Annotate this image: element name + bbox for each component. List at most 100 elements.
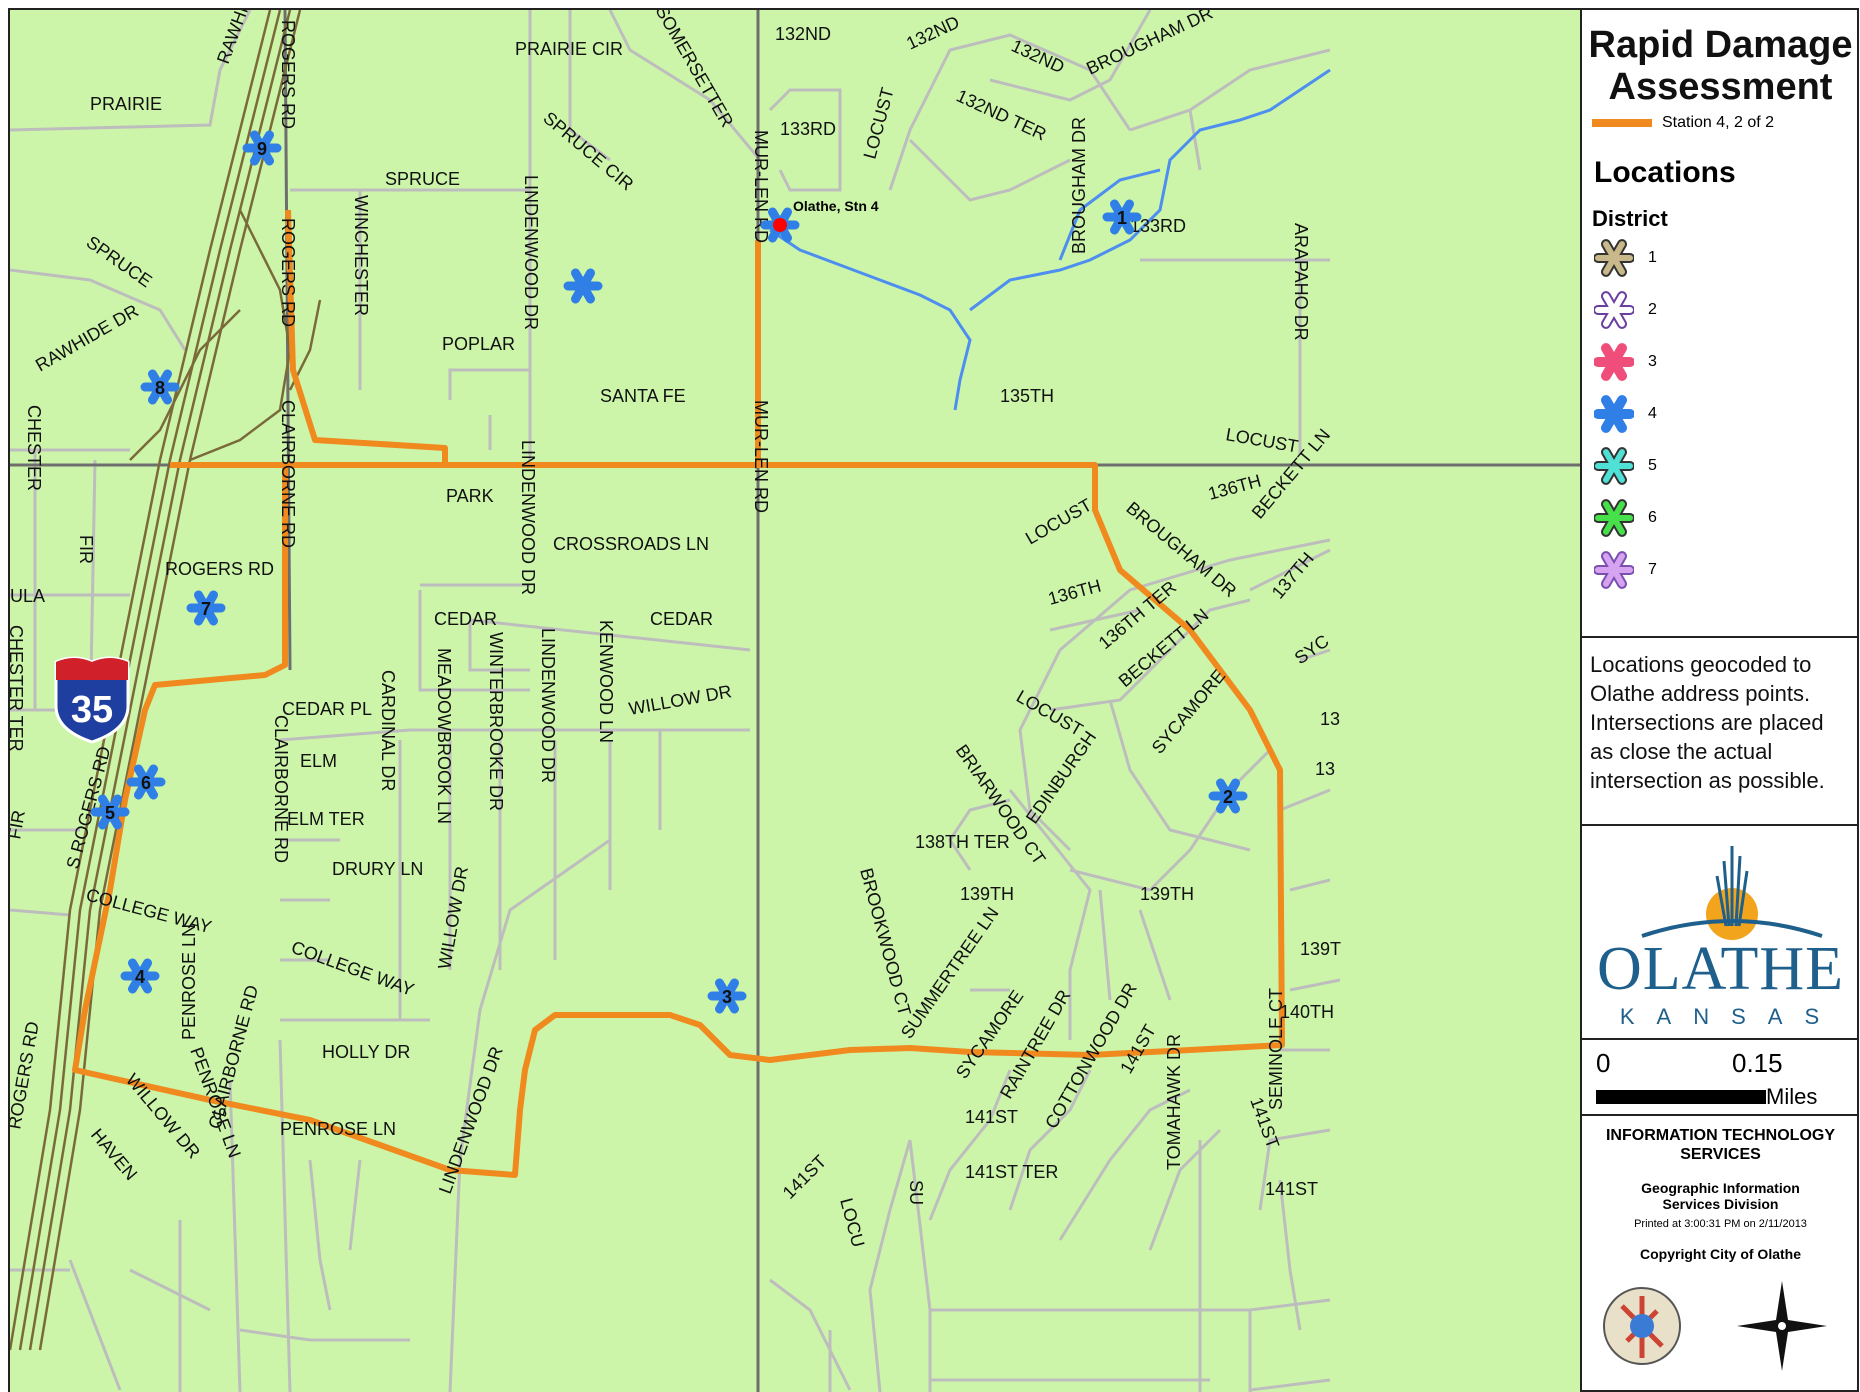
street-label: FIR (10, 809, 29, 841)
district-4-marker[interactable] (563, 268, 603, 304)
street-label: 13 (1315, 759, 1335, 779)
district-4-marker[interactable]: 9 (242, 130, 282, 166)
station-marker[interactable] (760, 207, 800, 243)
interstate-shield-icon: 35 (54, 656, 130, 744)
scale-section: 0 0.15 Miles (1582, 1040, 1859, 1116)
scale-unit: Miles (1766, 1084, 1818, 1109)
its-line-1: INFORMATION TECHNOLOGY (1605, 1127, 1836, 1144)
land-area (10, 10, 1580, 1392)
district-label: 1 (1648, 249, 1657, 266)
marker-number: 7 (201, 599, 211, 619)
district-4-marker[interactable]: 2 (1208, 778, 1248, 814)
copyright: Copyright City of Olathe (1640, 1246, 1801, 1262)
street-label: LINDENWOOD DR (521, 175, 541, 330)
title-line-2: Assessment (1608, 66, 1833, 108)
station-label: Olathe, Stn 4 (793, 198, 879, 214)
printed-timestamp: Printed at 3:00:31 PM on 2/11/2013 (1634, 1218, 1807, 1230)
street-label: TOMAHAWK DR (1164, 1034, 1184, 1170)
street-label: CLAIRBORNE RD (278, 400, 298, 548)
marker-number: 4 (135, 967, 145, 987)
street-label: MUR-LEN RD (751, 400, 771, 513)
street-label: 132ND (775, 24, 831, 44)
olathe-logo-icon (1641, 846, 1823, 940)
district-item: 5 (1594, 440, 1859, 492)
street-label: CLAIRBORNE RD (271, 715, 291, 863)
street-label: BROUGHAM DR (1069, 117, 1089, 254)
district-4-marker[interactable]: 1 (1102, 199, 1142, 235)
district-label: 3 (1648, 353, 1657, 370)
its-line-2: SERVICES (1680, 1146, 1761, 1163)
street-label: ROGERS RD (278, 218, 298, 327)
street-label: SEMINOLE CT (1266, 988, 1286, 1110)
street-label: 141ST TER (965, 1162, 1058, 1182)
district-label: 4 (1648, 405, 1657, 422)
district-marker-icon (1594, 239, 1634, 277)
street-label: LINDENWOOD DR (518, 440, 538, 595)
geocode-note: Locations geocoded to Olathe address poi… (1590, 652, 1825, 793)
street-label: LINDENWOOD DR (538, 628, 558, 783)
street-label: SPRUCE (385, 169, 460, 189)
logo-section: OLATHE KANSAS (1582, 826, 1859, 1040)
street-label: ULA (10, 586, 45, 606)
route-legend: Station 4, 2 of 2 (1592, 114, 1859, 132)
district-4-marker[interactable]: 6 (126, 764, 166, 800)
route-line (72, 209, 1285, 1178)
locations-heading: Locations (1594, 156, 1736, 189)
street-label: 139TH (1140, 884, 1194, 904)
district-item: 1 (1594, 232, 1859, 284)
district-item: 2 (1594, 284, 1859, 336)
district-marker-icon (1594, 395, 1634, 433)
district-item: 6 (1594, 492, 1859, 544)
street-label: PRAIRIE (90, 94, 162, 114)
note-section: Locations geocoded to Olathe address poi… (1582, 638, 1859, 826)
street-label: ELM TER (287, 809, 365, 829)
compass-rose-icon (1737, 1281, 1827, 1371)
district-4-marker[interactable]: 7 (186, 590, 226, 626)
district-4-marker[interactable]: 8 (140, 369, 180, 405)
shield-number: 35 (71, 689, 113, 731)
street-label: ELM (300, 751, 337, 771)
its-credit: INFORMATION TECHNOLOGY SERVICES (1582, 1126, 1859, 1164)
scale-value: 0.15 (1732, 1048, 1783, 1078)
district-marker-icon (1594, 291, 1634, 329)
street-label: WINTERBROOKE DR (486, 632, 506, 811)
street-label: ROGERS RD (278, 20, 298, 129)
street-label: 141ST (965, 1107, 1018, 1127)
district-heading: District (1592, 206, 1668, 231)
street-label: FIR (76, 535, 96, 564)
logo-word: OLATHE (1596, 935, 1845, 1003)
marker-number: 5 (105, 803, 115, 823)
district-marker-icon (1594, 551, 1634, 589)
street-label: POPLAR (442, 334, 515, 354)
district-4-marker[interactable]: 5 (90, 794, 130, 830)
street-label: 133RD (780, 119, 836, 139)
street-label: 138TH TER (915, 832, 1010, 852)
scale-bar (1596, 1090, 1766, 1104)
district-label: 6 (1648, 509, 1657, 526)
legend-section: Rapid Damage Assessment Station 4, 2 of … (1582, 10, 1859, 638)
street-label: CEDAR (434, 609, 497, 629)
title-line-1: Rapid Damage (1588, 24, 1853, 66)
district-label: 2 (1648, 301, 1657, 318)
local-streets (10, 10, 1341, 1392)
district-marker-icon (1594, 499, 1634, 537)
district-4-marker[interactable]: 4 (120, 958, 160, 994)
logo-subtitle: KANSAS (1619, 1004, 1842, 1029)
street-label: CROSSROADS LN (553, 534, 709, 554)
marker-number: 3 (722, 987, 732, 1007)
legend-panel: Rapid Damage Assessment Station 4, 2 of … (1580, 10, 1859, 1392)
route-swatch (1592, 119, 1652, 127)
street-label: PARK (446, 486, 494, 506)
street-label: CARDINAL DR (378, 670, 398, 791)
marker-number: 6 (141, 773, 151, 793)
street-label: DRURY LN (332, 859, 423, 879)
street-label: 133RD (1130, 216, 1186, 236)
credits-icons (1603, 1281, 1827, 1371)
district-marker-icon (1594, 447, 1634, 485)
street-label: 141ST (1265, 1179, 1318, 1199)
gis-line-1: Geographic Information (1641, 1180, 1800, 1196)
district-4-marker[interactable]: 3 (707, 978, 747, 1014)
map-title: Rapid Damage Assessment (1582, 10, 1859, 108)
